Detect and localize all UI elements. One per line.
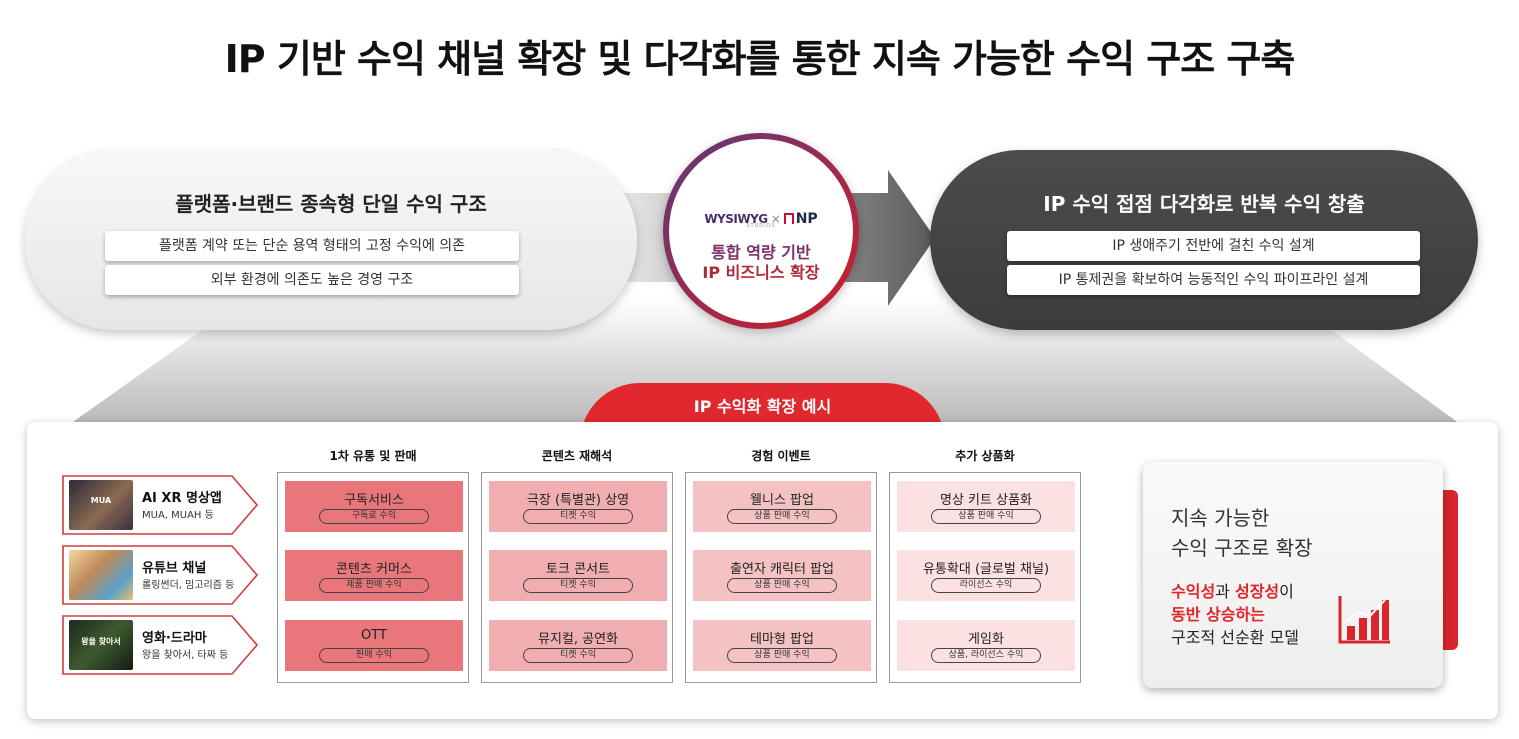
- right-target-structure-box: IP 수익 접점 다각화로 반복 수익 창출 IP 생애주기 전반에 걸친 수익…: [930, 150, 1478, 330]
- cell-revenue-badge: 상품 판매 수익: [931, 509, 1041, 524]
- summary-line-1: 지속 가능한: [1171, 506, 1270, 530]
- cell-title: 유통확대 (글로벌 채널): [922, 562, 1050, 577]
- page-title: IP 기반 수익 채널 확장 및 다각화를 통한 지속 가능한 수익 구조 구축: [224, 37, 1296, 81]
- cell-revenue-badge: 구독료 수익: [319, 509, 429, 524]
- revenue-cell: 웰니스 팝업 상품 판매 수익: [693, 481, 871, 532]
- revenue-cell: OTT 판매 수익: [285, 620, 463, 671]
- np-logo-icon: [783, 213, 794, 224]
- revenue-cell: 뮤지컬, 공연화 티켓 수익: [489, 620, 667, 671]
- revenue-cell: 출연자 캐릭터 팝업 상품 판매 수익: [693, 550, 871, 601]
- cell-title: 출연자 캐릭터 팝업: [730, 562, 834, 577]
- film-drama-thumbnail: 왕을 찾아서: [69, 620, 133, 670]
- bar-chart-icon: [1338, 596, 1390, 644]
- left-box-item: 외부 환경에 의존도 높은 경영 구조: [105, 265, 519, 295]
- summary-line-5: 구조적 선순환 모델: [1171, 628, 1299, 647]
- column-header: 1차 유통 및 판매: [329, 449, 417, 463]
- right-box-heading: IP 수익 접점 다각화로 반복 수익 창출: [1043, 192, 1365, 216]
- column-content-reinterpretation: 극장 (특별관) 상영 티켓 수익 토크 콘서트 티켓 수익 뮤지컬, 공연화 …: [481, 472, 673, 683]
- center-line-1: 통합 역량 기반: [711, 243, 811, 262]
- cell-title: 극장 (특별관) 상영: [526, 493, 630, 508]
- revenue-cell: 구독서비스 구독료 수익: [285, 481, 463, 532]
- profitability-highlight: 수익성: [1171, 582, 1216, 601]
- category-subtitle: MUA, MUAH 등: [142, 510, 214, 521]
- cell-title: OTT: [361, 628, 387, 643]
- category-title: 유튜브 채널: [142, 561, 207, 576]
- cell-revenue-badge: 제품 판매 수익: [319, 578, 429, 593]
- cell-revenue-badge: 상품 판매 수익: [727, 648, 837, 663]
- column-experience-event: 웰니스 팝업 상품 판매 수익 출연자 캐릭터 팝업 상품 판매 수익 테마형 …: [685, 472, 877, 683]
- cell-revenue-badge: 티켓 수익: [523, 648, 633, 663]
- np-logo: NP: [795, 211, 818, 227]
- revenue-cell: 콘텐츠 커머스 제품 판매 수익: [285, 550, 463, 601]
- partner-logos: WYSIWYG× NP: [669, 211, 853, 227]
- fan-shape: [70, 300, 1460, 424]
- revenue-cell: 명상 키트 상품화 상품 판매 수익: [897, 481, 1075, 532]
- cell-revenue-badge: 판매 수익: [319, 648, 429, 663]
- category-youtube-channel: 유튜브 채널 롤링썬더, 밈고리즘 등: [60, 543, 260, 608]
- column-header: 추가 상품화: [955, 449, 1015, 463]
- center-badge: WYSIWYG× NP STUDIOS 통합 역량 기반 IP 비즈니스 확장: [663, 133, 859, 329]
- wysiwyg-logo-sub: STUDIOS: [746, 223, 776, 229]
- revenue-cell: 테마형 팝업 상품 판매 수익: [693, 620, 871, 671]
- right-box-item: IP 통제권을 확보하여 능동적인 수익 파이프라인 설계: [1007, 265, 1420, 295]
- left-current-structure-box: 플랫폼·브랜드 종속형 단일 수익 구조 플랫폼 계약 또는 단순 용역 형태의…: [25, 150, 637, 330]
- left-box-heading: 플랫폼·브랜드 종속형 단일 수익 구조: [175, 192, 487, 216]
- column-primary-distribution: 구독서비스 구독료 수익 콘텐츠 커머스 제품 판매 수익 OTT 판매 수익: [277, 472, 469, 683]
- cell-revenue-badge: 티켓 수익: [523, 509, 633, 524]
- wysiwyg-logo: WYSIWYG: [704, 212, 768, 226]
- cell-revenue-badge: 상품, 라이선스 수익: [931, 648, 1041, 663]
- cell-title: 웰니스 팝업: [750, 493, 814, 508]
- summary-accent-bar: [1440, 490, 1458, 650]
- cell-title: 테마형 팝업: [750, 632, 814, 647]
- category-subtitle: 롤링썬더, 밈고리즘 등: [142, 580, 235, 591]
- center-line-2: IP 비즈니스 확장: [702, 263, 820, 282]
- category-title: 영화·드라마: [142, 631, 207, 646]
- growth-highlight: 성장성: [1234, 582, 1280, 601]
- revenue-cell: 유통확대 (글로벌 채널) 라이선스 수익: [897, 550, 1075, 601]
- category-ai-xr-app: MUA AI XR 명상앱 MUA, MUAH 등: [60, 473, 260, 538]
- left-box-item: 플랫폼 계약 또는 단순 용역 형태의 고정 수익에 의존: [105, 231, 519, 261]
- right-box-item: IP 생애주기 전반에 걸친 수익 설계: [1007, 231, 1420, 261]
- cell-title: 콘텐츠 커머스: [336, 562, 412, 577]
- cell-revenue-badge: 티켓 수익: [523, 578, 633, 593]
- ai-xr-app-thumbnail: MUA: [69, 480, 133, 530]
- summary-line-2: 수익 구조로 확장: [1171, 536, 1313, 560]
- summary-line-4: 동반 상승하는: [1171, 605, 1265, 624]
- logo-separator: ×: [770, 212, 781, 226]
- cell-title: 뮤지컬, 공연화: [537, 632, 619, 647]
- expansion-tab-label: IP 수익화 확장 예시: [693, 397, 832, 416]
- revenue-cell: 토크 콘서트 티켓 수익: [489, 550, 667, 601]
- cell-revenue-badge: 상품 판매 수익: [727, 509, 837, 524]
- cell-title: 명상 키트 상품화: [940, 493, 1032, 508]
- summary-card: 지속 가능한 수익 구조로 확장 수익성과 성장성이 동반 상승하는 구조적 선…: [1143, 462, 1443, 688]
- cell-title: 게임화: [968, 632, 1004, 647]
- column-header: 콘텐츠 재해석: [541, 449, 613, 463]
- thumbnail-caption: 왕을 찾아서: [81, 637, 121, 646]
- thumbnail-caption: MUA: [90, 496, 112, 505]
- cell-title: 토크 콘서트: [546, 562, 610, 577]
- category-title: AI XR 명상앱: [142, 491, 222, 506]
- cell-title: 구독서비스: [344, 493, 404, 508]
- revenue-cell: 극장 (특별관) 상영 티켓 수익: [489, 481, 667, 532]
- column-header: 경험 이벤트: [751, 449, 811, 463]
- summary-line-3: 수익성과 성장성이: [1171, 582, 1294, 601]
- cell-revenue-badge: 라이선스 수익: [931, 578, 1041, 593]
- revenue-cell: 게임화 상품, 라이선스 수익: [897, 620, 1075, 671]
- youtube-channel-thumbnail: [69, 550, 133, 600]
- cell-revenue-badge: 상품 판매 수익: [727, 578, 837, 593]
- column-additional-merchandising: 명상 키트 상품화 상품 판매 수익 유통확대 (글로벌 채널) 라이선스 수익…: [889, 472, 1081, 683]
- category-subtitle: 왕을 찾아서, 타짜 등: [142, 650, 229, 661]
- category-film-drama: 왕을 찾아서 영화·드라마 왕을 찾아서, 타짜 등: [60, 613, 260, 678]
